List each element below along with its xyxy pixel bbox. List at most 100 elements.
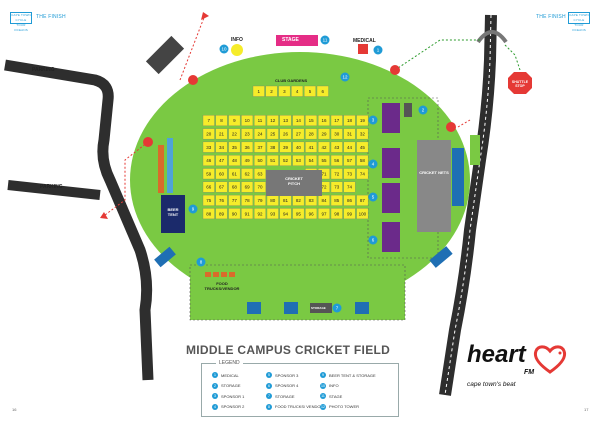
seat-block (318, 208, 330, 220)
cricket-pitch (266, 170, 322, 196)
seat-number: 4 (296, 89, 299, 94)
heart-fm-text: FM (524, 369, 535, 376)
seat-block (254, 115, 266, 126)
seat-number: 94 (283, 211, 289, 216)
seat-block (215, 115, 228, 126)
seat-number: 86 (347, 198, 353, 203)
storage-bottom (310, 303, 332, 313)
seat-number: 74 (360, 171, 366, 176)
seat-number: 92 (257, 211, 263, 216)
seat-block (279, 208, 292, 220)
seat-block (305, 155, 318, 166)
seat-block (215, 168, 228, 180)
seat-block (305, 208, 318, 220)
seat-block (241, 141, 254, 153)
seat-number: 73 (334, 185, 340, 190)
seat-number: 96 (309, 211, 315, 216)
seat-number: 39 (283, 145, 289, 150)
legend-number-badge: 4 (212, 403, 218, 410)
seat-block (356, 168, 369, 180)
seat-block (202, 128, 215, 140)
sponsor-marquee-3 (382, 183, 400, 213)
seat-block (228, 155, 241, 166)
seat-block (228, 168, 241, 180)
marker-number: 3 (372, 118, 375, 123)
seat-block (356, 128, 369, 140)
seat-number: 44 (347, 145, 353, 150)
seat-number: 90 (232, 211, 238, 216)
legend-label: MEDICAL (221, 372, 239, 378)
medical-label: MEDICAL (353, 38, 376, 44)
seat-number: 98 (334, 211, 340, 216)
seat-number: 1 (257, 89, 260, 94)
seat-number: 85 (334, 198, 340, 203)
seat-number: 40 (296, 145, 302, 150)
road-parking-left (7, 180, 101, 200)
seat-number: 84 (321, 198, 327, 203)
seat-number: 42 (321, 145, 327, 150)
seat-block (254, 168, 266, 180)
seat-number: 61 (232, 171, 238, 176)
legend-number-badge: 5 (266, 372, 272, 378)
seat-number: 7 (207, 118, 210, 123)
legend-number-badge: 1 (212, 372, 218, 378)
heart-icon (533, 345, 567, 374)
shuttle-stop (508, 72, 532, 94)
legend-number-badge: 2 (212, 382, 218, 389)
seat-block (241, 208, 254, 220)
vendor-trucks (205, 272, 235, 277)
marker-number: 11 (323, 38, 328, 43)
seat-number: 71 (321, 171, 327, 176)
seat-number: 80 (270, 198, 276, 203)
seat-number: 45 (360, 145, 366, 150)
marker-number: 10 (221, 47, 227, 52)
seat-number: 63 (257, 171, 263, 176)
seat-block (228, 141, 241, 153)
seat-number: 56 (334, 158, 340, 163)
marker-4 (368, 159, 378, 169)
seat-number: 22 (232, 131, 238, 136)
seat-block (254, 194, 266, 206)
seat-block (292, 115, 305, 126)
legend-number-badge: 8 (266, 403, 272, 410)
legend-number-badge: 6 (266, 382, 272, 389)
seat-number: 66 (206, 185, 212, 190)
seat-block (356, 194, 369, 206)
food-trucks-left-2 (167, 138, 173, 193)
seat-number: 93 (270, 211, 276, 216)
seat-number: 58 (360, 158, 366, 163)
seat-block (228, 115, 241, 126)
seat-block (330, 181, 343, 193)
route-club-house (179, 14, 206, 81)
seat-number: 51 (270, 158, 276, 163)
seat-block (215, 141, 228, 153)
legend-label: SPONSOR 4 (275, 383, 299, 388)
seat-block (318, 194, 330, 206)
seat-block (330, 115, 343, 126)
seat-number: 9 (233, 118, 236, 123)
seat-number: 52 (283, 158, 289, 163)
brand-logo-right: CAPE TOWN CYCLE TOUR OCEANS (568, 12, 590, 32)
marker-2 (418, 105, 428, 115)
cricket-nets-label: CRICKET NETS (419, 170, 449, 175)
marker-number: 6 (372, 238, 375, 243)
seat-number: 21 (219, 131, 225, 136)
seat-block (305, 115, 318, 126)
seat-number: 11 (258, 118, 263, 123)
seat-number: 8 (220, 118, 223, 123)
seat-block (215, 194, 228, 206)
seat-block (330, 208, 343, 220)
seat-number: 19 (360, 118, 366, 123)
seat-number: 5 (309, 89, 312, 94)
seat-number: 3 (283, 89, 286, 94)
seat-number: 83 (309, 198, 315, 203)
seat-number: 32 (360, 131, 366, 136)
seat-block (279, 155, 292, 166)
sponsor-marquee-4 (382, 222, 400, 252)
